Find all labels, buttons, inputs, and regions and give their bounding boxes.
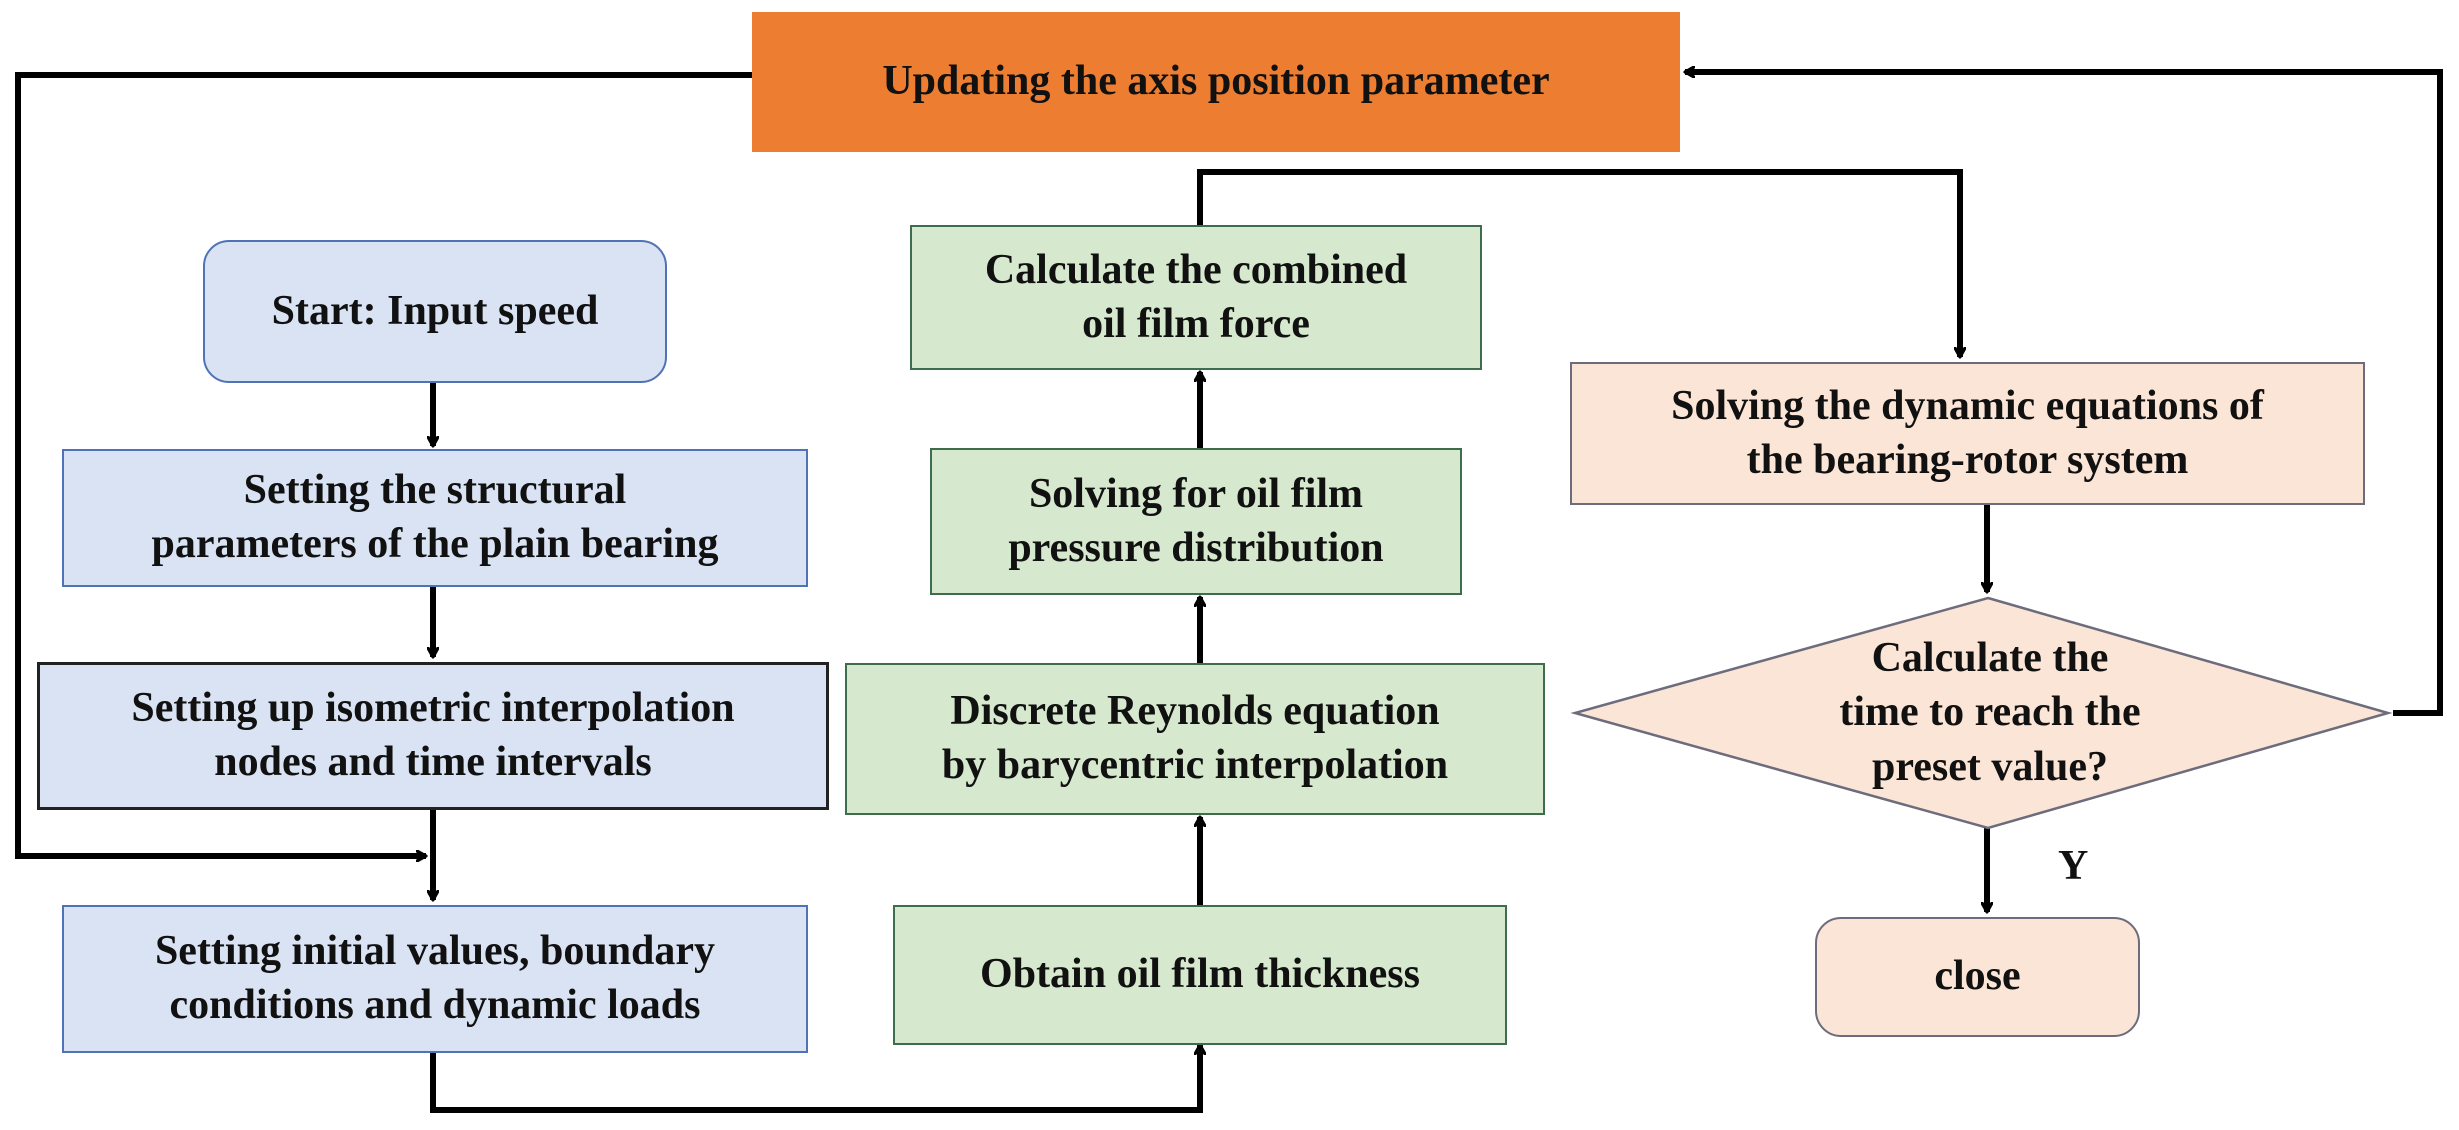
arrow-force-to-dynamic	[1197, 169, 1960, 357]
close-node: close	[1815, 917, 2140, 1037]
initial-values-node: Setting initial values, boundary conditi…	[62, 905, 808, 1053]
structural-params-node: Setting the structural parameters of the…	[62, 449, 808, 587]
decision-label: Calculate the time to reach the preset v…	[1839, 634, 2141, 790]
update-axis-node: Updating the axis position parameter	[752, 12, 1680, 152]
isometric-nodes-node: Setting up isometric interpolation nodes…	[37, 662, 829, 810]
decision-diamond	[1570, 596, 2393, 830]
arrow-decision-to-update	[1685, 72, 2443, 716]
arrow-initial-to-thickness	[430, 1045, 1200, 1113]
dynamic-equations-node: Solving the dynamic equations of the bea…	[1570, 362, 2365, 505]
arrow-update-to-initial	[15, 72, 752, 856]
combined-force-node: Calculate the combined oil film force	[910, 225, 1482, 370]
yes-label: Y	[2058, 843, 2089, 889]
oil-film-thickness-node: Obtain oil film thickness	[893, 905, 1507, 1045]
start-node: Start: Input speed	[203, 240, 667, 383]
reynolds-equation-node: Discrete Reynolds equation by barycentri…	[845, 663, 1545, 815]
pressure-distribution-node: Solving for oil film pressure distributi…	[930, 448, 1462, 595]
